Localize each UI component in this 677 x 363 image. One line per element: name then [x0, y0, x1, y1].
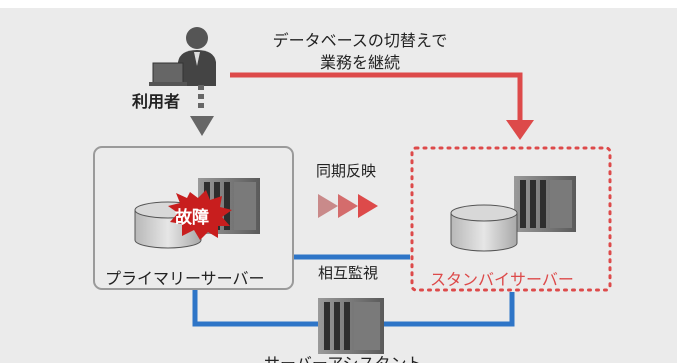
- standby-server-label: スタンバイサーバー: [430, 270, 574, 289]
- monitor-label: 相互監視: [318, 264, 379, 282]
- switchover-caption-line2: 業務を継続: [319, 53, 400, 72]
- switchover-arrow: [230, 72, 534, 140]
- assistant-connector: [192, 290, 515, 327]
- switchover-caption: データベースの切替えで 業務を継続: [240, 30, 480, 74]
- standby-rack-icon: [514, 176, 576, 232]
- failure-burst-icon: [168, 190, 232, 240]
- user-icon: [149, 27, 216, 86]
- standby-database-icon: [450, 204, 518, 252]
- sync-label: 同期反映: [316, 162, 377, 180]
- primary-server-box: [93, 146, 294, 290]
- assistant-rack-icon: [318, 298, 384, 354]
- user-access-arrow: [190, 85, 214, 136]
- standby-server-box: [410, 146, 612, 292]
- failure-badge: 故障: [175, 208, 209, 228]
- primary-server-label: プライマリーサーバー: [105, 269, 265, 288]
- user-label: 利用者: [132, 92, 181, 111]
- switchover-caption-line1: データベースの切替えで: [272, 31, 448, 50]
- sync-arrows-icon: [318, 194, 378, 218]
- assistant-label: サーバーアシスタント: [264, 350, 423, 363]
